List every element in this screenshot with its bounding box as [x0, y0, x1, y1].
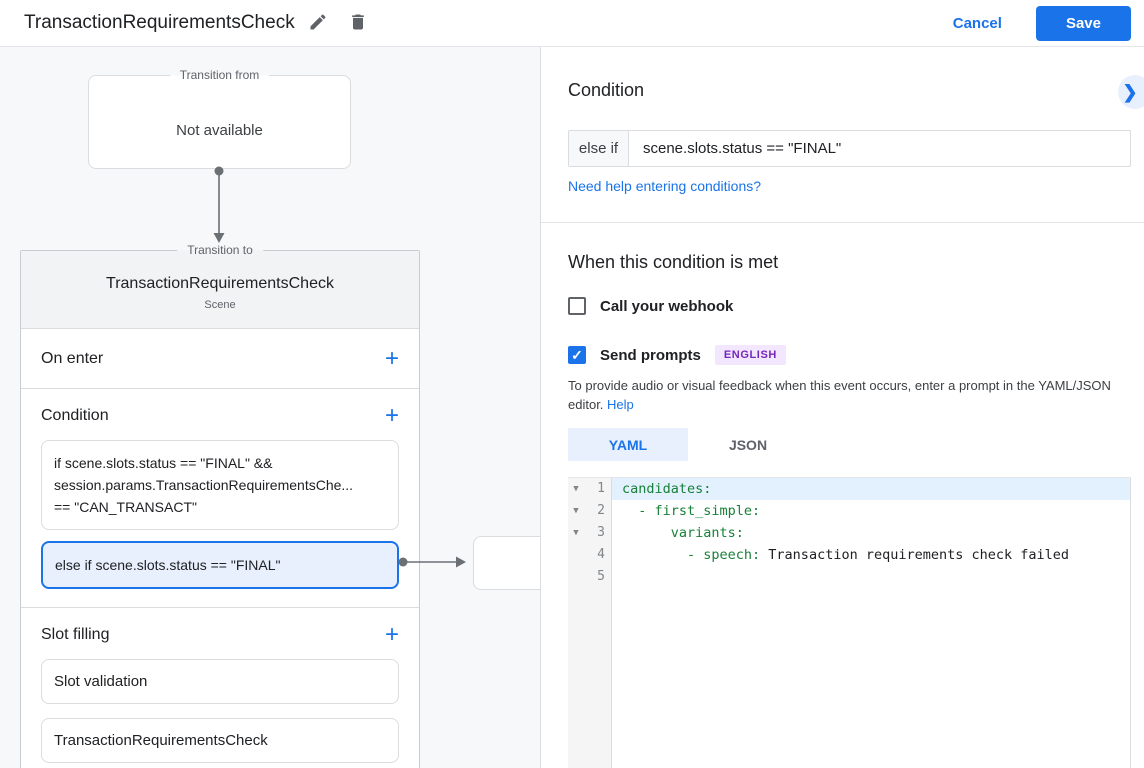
editor-line-gutter: ▼1: [568, 478, 612, 500]
line-number: 2: [597, 503, 605, 518]
editor-line-gutter: 4: [568, 544, 612, 566]
checkmark-icon: ✓: [571, 347, 583, 363]
line-number: 1: [597, 481, 605, 496]
fold-arrow-icon[interactable]: ▼: [573, 484, 579, 494]
panel-divider: [541, 222, 1144, 223]
scene-card: Transition to TransactionRequirementsChe…: [20, 243, 420, 768]
code-segment: candidates:: [622, 481, 712, 497]
editor-line-code: variants:: [612, 522, 1130, 544]
slot-filling-section-head: Slot filling +: [21, 608, 419, 659]
line-number: 5: [597, 569, 605, 584]
transition-from-box[interactable]: Transition from Not available: [88, 68, 351, 169]
condition-prefix: else if: [569, 131, 629, 166]
trash-icon: [348, 12, 368, 35]
page-title: TransactionRequirementsCheck: [24, 12, 295, 33]
editor-line-code: - first_simple:: [612, 500, 1130, 522]
chevron-right-icon: ❯: [1122, 81, 1138, 102]
call-webhook-row[interactable]: Call your webhook: [568, 297, 733, 315]
delete-scene-button[interactable]: [341, 6, 375, 40]
language-badge: ENGLISH: [714, 345, 786, 365]
prompt-description-text: To provide audio or visual feedback when…: [568, 378, 1111, 412]
panel-title: Condition: [568, 80, 645, 100]
save-button[interactable]: Save: [1035, 5, 1131, 41]
editor-line-gutter: 5: [568, 566, 612, 588]
tab-yaml[interactable]: YAML: [568, 428, 688, 461]
editor-line-code: - speech: Transaction requirements check…: [612, 544, 1130, 566]
code-segment: Transaction requirements check failed: [760, 547, 1070, 563]
cancel-button[interactable]: Cancel: [952, 14, 1002, 32]
editor-line[interactable]: ▼2 - first_simple:: [568, 500, 1130, 522]
condition-expression-input[interactable]: [629, 131, 1130, 166]
scene-card-title: TransactionRequirementsCheck: [106, 275, 334, 292]
transition-from-content: Not available: [176, 122, 263, 139]
editor-line[interactable]: 5: [568, 566, 1130, 588]
slot-filling-label: Slot filling: [41, 626, 110, 643]
line-number: 4: [597, 547, 605, 562]
condition-item[interactable]: if scene.slots.status == "FINAL" && sessi…: [41, 440, 399, 530]
editor-line-code: [612, 566, 1130, 588]
add-condition-button[interactable]: +: [384, 402, 399, 429]
condition-editor-panel: Condition ❯ else if Need help entering c…: [540, 47, 1144, 768]
code-segment: variants:: [622, 525, 744, 541]
conditions-help-link[interactable]: Need help entering conditions?: [568, 178, 762, 194]
condition-items: if scene.slots.status == "FINAL" && sessi…: [21, 440, 419, 589]
collapse-panel-button[interactable]: ❯: [1118, 75, 1144, 109]
editor-line-gutter: ▼3: [568, 522, 612, 544]
prompt-description: To provide audio or visual feedback when…: [568, 377, 1138, 415]
editor-line[interactable]: ▼3 variants:: [568, 522, 1130, 544]
fold-arrow-icon[interactable]: ▼: [573, 506, 579, 516]
slot-item[interactable]: TransactionRequirementsCheck: [41, 718, 399, 763]
tab-json[interactable]: JSON: [688, 428, 808, 461]
editor-line[interactable]: 4 - speech: Transaction requirements che…: [568, 544, 1130, 566]
code-segment: - speech:: [622, 547, 761, 563]
webhook-checkbox[interactable]: [568, 297, 586, 315]
editor-line-code: candidates:: [612, 478, 1130, 500]
fold-arrow-icon[interactable]: ▼: [573, 528, 579, 538]
line-number: 3: [597, 525, 605, 540]
condition-section-head: Condition +: [21, 389, 419, 440]
condition-item[interactable]: else if scene.slots.status == "FINAL": [41, 541, 399, 589]
transition-target-box[interactable]: [473, 536, 540, 590]
on-enter-row[interactable]: On enter +: [21, 329, 419, 389]
pencil-icon: [308, 12, 328, 35]
condition-item-line: else if scene.slots.status == "FINAL": [55, 557, 281, 573]
transition-from-label: Transition from: [169, 68, 270, 82]
prompt-help-link[interactable]: Help: [607, 396, 634, 412]
scene-card-header[interactable]: TransactionRequirementsCheck Scene: [21, 251, 419, 329]
editor-gutter: [568, 478, 612, 768]
transition-to-label: Transition to: [177, 243, 263, 257]
when-condition-heading: When this condition is met: [568, 252, 779, 272]
condition-item-line: session.params.TransactionRequirementsCh…: [54, 477, 354, 493]
condition-section-label: Condition: [41, 407, 109, 424]
prompts-checkbox[interactable]: ✓: [568, 346, 586, 364]
scene-card-subtitle: Scene: [204, 299, 236, 311]
condition-item-line: == "CAN_TRANSACT": [54, 499, 197, 515]
webhook-label: Call your webhook: [600, 297, 734, 315]
edit-title-button[interactable]: [301, 6, 335, 40]
add-slot-button[interactable]: +: [384, 621, 399, 648]
condition-input-group: else if: [568, 130, 1131, 167]
code-segment: - first_simple:: [622, 503, 761, 519]
on-enter-label: On enter: [41, 349, 104, 367]
add-on-enter-button[interactable]: +: [384, 344, 399, 372]
condition-section: Condition + if scene.slots.status == "FI…: [21, 389, 419, 608]
scene-diagram-canvas: Transition from Not available Transition…: [0, 47, 540, 768]
editor-line-gutter: ▼2: [568, 500, 612, 522]
send-prompts-row[interactable]: ✓ Send prompts ENGLISH: [568, 345, 786, 365]
prompts-label: Send prompts: [600, 346, 701, 364]
slot-item[interactable]: Slot validation: [41, 659, 399, 704]
top-bar: TransactionRequirementsCheck Cancel Save: [0, 0, 1144, 47]
condition-item-line: if scene.slots.status == "FINAL" &&: [54, 455, 273, 471]
